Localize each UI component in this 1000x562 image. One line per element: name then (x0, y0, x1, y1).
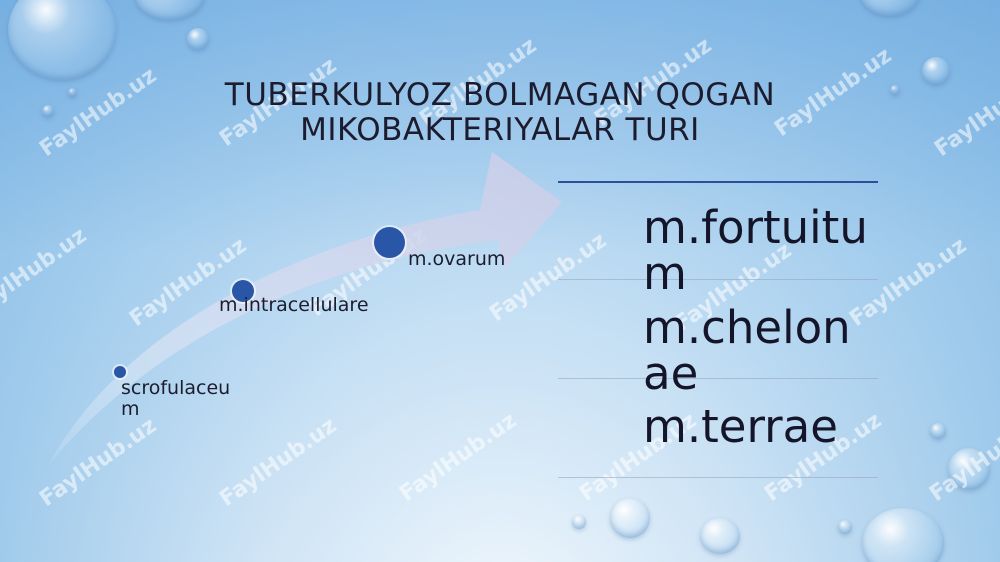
slide-title-line2: MIKOBAKTERIYALAR TURI (300, 112, 700, 148)
list-top-rule (558, 181, 878, 183)
list-divider (558, 279, 878, 280)
water-drop (42, 105, 54, 117)
slide-title-line1: TUBERKULYOZ BOLMAGAN QOGAN (224, 77, 776, 113)
water-drop (610, 498, 650, 538)
water-drop (922, 57, 950, 85)
water-drop (930, 423, 946, 439)
water-drop (572, 515, 586, 529)
list-divider (558, 378, 878, 379)
process-label-3: m.ovarum (408, 248, 506, 270)
process-dot-3 (374, 227, 405, 258)
list-item-1: m.fortuitum (643, 201, 868, 300)
water-drop (860, 0, 920, 16)
water-drop (838, 520, 852, 534)
water-drop (890, 85, 900, 95)
water-drop (948, 448, 990, 490)
process-dot-2 (232, 280, 254, 302)
water-drop (862, 508, 944, 562)
water-drop (700, 518, 740, 554)
list-item-3: m.terrae (643, 400, 838, 453)
list-divider (558, 477, 878, 478)
water-drop (68, 88, 77, 97)
slide-title: TUBERKULYOZ BOLMAGAN QOGAN MIKOBAKTERIYA… (100, 78, 900, 148)
process-label-1: scrofulaceum (121, 377, 231, 420)
process-dot-1 (114, 366, 126, 378)
list-item-2: m.chelonae (643, 301, 851, 400)
process-label-2: m.intracellulare (219, 294, 369, 316)
water-drop (8, 0, 116, 80)
water-drop (135, 0, 205, 20)
water-drop (187, 28, 209, 50)
arrow-shape (48, 152, 562, 466)
